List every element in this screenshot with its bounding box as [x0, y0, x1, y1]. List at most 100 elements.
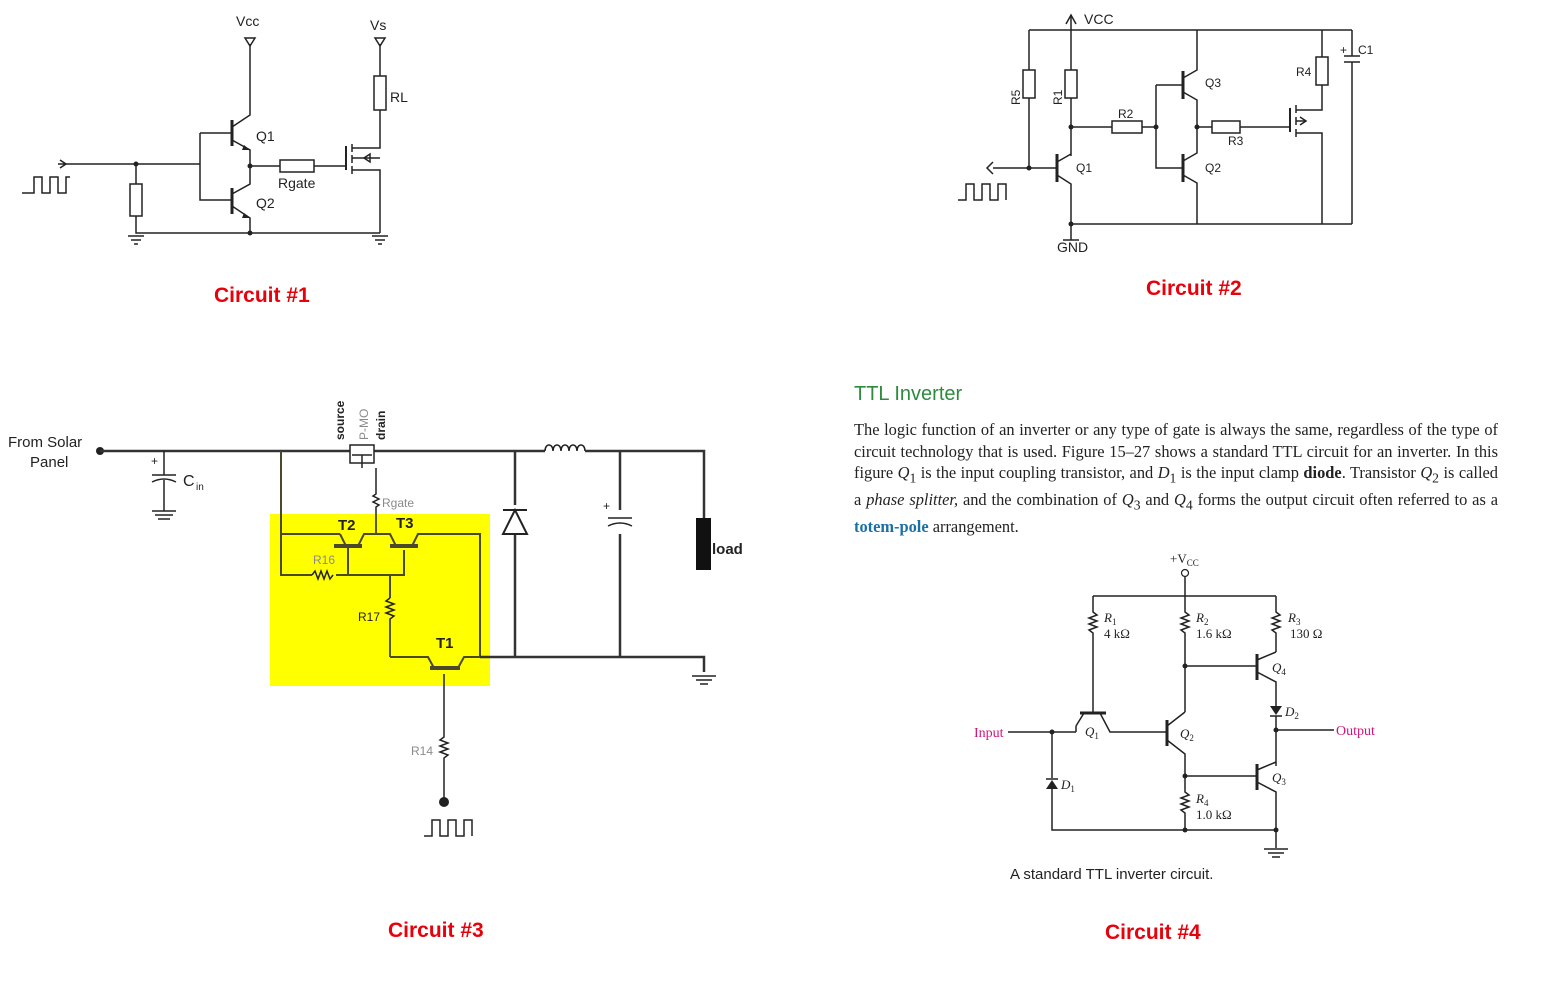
- vcc-arrow-icon: [243, 37, 257, 48]
- label-r4: R4: [1296, 65, 1312, 79]
- label-q2: Q2: [1180, 726, 1194, 743]
- label-r5: R5: [1009, 89, 1023, 105]
- c1-capacitor: [1344, 30, 1360, 224]
- label-r17: R17: [358, 610, 380, 624]
- label-r3: R3: [1228, 134, 1244, 148]
- circuit-4: +VCC R1 4 kΩ R2 1.6 kΩ R3 130 Ω Q4 D2 Ou…: [974, 551, 1375, 858]
- r4-resistor: [1178, 776, 1192, 830]
- label-r14: R14: [411, 744, 433, 758]
- label-q1: Q1: [1076, 161, 1092, 175]
- label-q1: Q1: [256, 128, 275, 144]
- r16-resistor: [311, 568, 334, 582]
- label-c1: C1: [1358, 43, 1374, 57]
- label-load: load: [712, 541, 743, 558]
- rgate-resistor: [279, 159, 315, 173]
- label-q2: Q2: [1205, 161, 1221, 175]
- label-r16: R16: [313, 553, 335, 567]
- label-vcc: Vcc: [236, 13, 259, 29]
- label-q3: Q3: [1272, 770, 1286, 787]
- label-output: Output: [1336, 724, 1375, 739]
- freewheel-diode: [501, 507, 529, 535]
- caption-circuit-1: Circuit #1: [214, 284, 310, 307]
- label-panel: Panel: [30, 454, 68, 471]
- input-arrow-icon: [985, 161, 994, 175]
- label-q1: Q1: [1085, 724, 1099, 741]
- label-vcc: VCC: [1084, 11, 1114, 27]
- label-rgate: Rgate: [278, 175, 316, 191]
- caption-circuit-4: Circuit #4: [1105, 921, 1201, 944]
- inductor: [544, 444, 586, 452]
- figure-caption: A standard TTL inverter circuit.: [1010, 866, 1214, 883]
- label-r1-value: 4 kΩ: [1104, 626, 1130, 641]
- label-cin: C: [183, 473, 195, 490]
- label-t2: T2: [338, 517, 356, 534]
- label-r3: R3: [1287, 610, 1301, 627]
- label-r3-value: 130 Ω: [1290, 626, 1322, 641]
- r1-resistor: [1064, 69, 1078, 99]
- r3-resistor: [1269, 596, 1283, 652]
- rl-resistor: [373, 75, 387, 111]
- label-r1: R1: [1103, 610, 1116, 627]
- label-r2: R2: [1118, 107, 1134, 121]
- r14-resistor: [437, 674, 451, 800]
- label-drain: drain: [374, 411, 388, 440]
- pulse-source-icon: [424, 819, 473, 837]
- circuit-2: + VCC GND R1 R5 R2 R3 R4 Q1 Q2 Q3 C1: [958, 11, 1374, 255]
- label-rl: RL: [390, 89, 408, 105]
- r5-resistor: [1022, 69, 1036, 99]
- caption-circuit-3: Circuit #3: [388, 919, 484, 942]
- label-t1: T1: [436, 635, 454, 652]
- pulse-source-icon: [958, 183, 1007, 201]
- d1-diode: [1046, 780, 1058, 789]
- ground-icon: [1264, 848, 1288, 858]
- ground-icon: [372, 235, 388, 245]
- label-r4: R4: [1195, 791, 1209, 808]
- ground-icon: [692, 675, 716, 685]
- label-vcc: +VCC: [1170, 551, 1199, 568]
- label-gnd: GND: [1057, 239, 1088, 255]
- r3-resistor: [1211, 120, 1241, 134]
- label-vs: Vs: [370, 17, 386, 33]
- label-input: Input: [974, 726, 1004, 741]
- svg-text:+: +: [151, 454, 158, 468]
- load-resistor: [696, 518, 711, 570]
- label-r2: R2: [1195, 610, 1208, 627]
- r17-resistor: [383, 597, 397, 657]
- rgate-resistor: [371, 468, 381, 534]
- label-from-solar: From Solar: [8, 434, 82, 451]
- label-r4-value: 1.0 kΩ: [1196, 807, 1232, 822]
- label-q2: Q2: [256, 195, 275, 211]
- label-r2-value: 1.6 kΩ: [1196, 626, 1232, 641]
- ttl-paragraph: The logic function of an inverter or any…: [854, 420, 1499, 536]
- label-rgate: Rgate: [382, 496, 414, 510]
- highlight-region: [270, 514, 490, 686]
- label-q4: Q4: [1272, 660, 1286, 677]
- r2-resistor: [1178, 596, 1192, 712]
- ttl-title: TTL Inverter: [854, 383, 963, 405]
- label-d2: D2: [1284, 704, 1299, 721]
- label-q3: Q3: [1205, 76, 1221, 90]
- svg-text:+: +: [603, 499, 610, 513]
- label-r1: R1: [1051, 89, 1065, 105]
- vs-arrow-icon: [373, 37, 387, 48]
- d2-diode: [1270, 706, 1282, 715]
- pulse-source-icon: [22, 176, 70, 194]
- label-pmo: P-MO: [357, 409, 371, 440]
- svg-text:+: +: [1340, 43, 1347, 57]
- input-resistor: [129, 183, 143, 217]
- caption-circuit-2: Circuit #2: [1146, 277, 1242, 300]
- label-d1: D1: [1060, 777, 1075, 794]
- r1-resistor: [1086, 596, 1100, 712]
- circuit-1: Vcc Vs RL Q1 Q2 Rgate: [22, 13, 408, 245]
- output-capacitor: [607, 517, 633, 527]
- label-source: source: [333, 400, 347, 440]
- ground-icon: [128, 235, 144, 245]
- cin-capacitor: [151, 451, 177, 520]
- input-arrow-icon: [58, 159, 68, 169]
- circuit-3: From Solar Panel + C in source P-MO drai…: [8, 400, 743, 837]
- r2-resistor: [1111, 120, 1143, 134]
- r4-resistor: [1315, 56, 1329, 86]
- label-t3: T3: [396, 515, 414, 532]
- label-cin-sub: in: [196, 482, 204, 493]
